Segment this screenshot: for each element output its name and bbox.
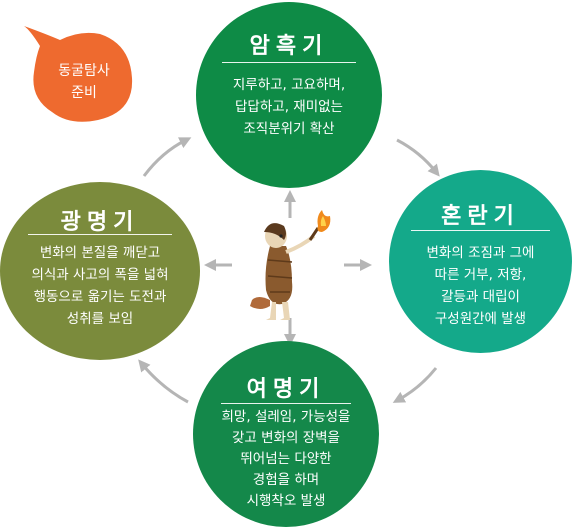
stage-bottom-title: 여명기 xyxy=(246,377,326,402)
stage-left-description: 변화의 본질을 깨닫고 의식과 사고의 폭을 넓혀 행동으로 옮기는 도전과 성… xyxy=(31,245,169,327)
caveman-holding-torch-icon xyxy=(250,210,331,320)
stage-left-title: 광명기 xyxy=(60,210,140,235)
stage-right-description: 변화의 조짐과 그에 따른 거부, 저항, 갈등과 대립이 구성원간에 발생 xyxy=(426,245,535,327)
center-arrows xyxy=(204,190,372,346)
arrow-bottom-to-left xyxy=(138,359,189,404)
cycle-arrows xyxy=(138,137,440,404)
stage-left-divider xyxy=(28,234,172,235)
stage-bottom-description: 희망, 설레임, 가능성을 갖고 변화의 장벽을 뛰어넘는 다양한 경험을 하며… xyxy=(221,409,351,509)
stage-right-divider xyxy=(411,230,550,231)
stage-right-title: 혼란기 xyxy=(441,204,520,229)
stage-bottom-divider xyxy=(221,403,351,404)
arrow-top-to-right xyxy=(396,138,440,177)
arrow-right-to-bottom xyxy=(392,367,438,403)
stage-right-circle: 혼란기 변화의 조짐과 그에 따른 거부, 저항, 갈등과 대립이 구성원간에 … xyxy=(389,170,572,353)
stage-top-divider xyxy=(222,62,356,63)
stage-top-title: 암흑기 xyxy=(249,34,329,59)
speech-bubble-text: 동굴탐사 준비 xyxy=(58,63,110,101)
stage-bottom-circle: 여명기 희망, 설레임, 가능성을 갖고 변화의 장벽을 뛰어넘는 다양한 경험… xyxy=(193,341,379,527)
speech-bubble xyxy=(24,26,133,122)
arrow-left-to-top xyxy=(142,137,192,177)
stage-left-circle: 광명기 변화의 본질을 깨닫고 의식과 사고의 폭을 넓혀 행동으로 옮기는 도… xyxy=(0,182,200,360)
stage-top-circle: 암흑기 지루하고, 고요하며, 답답하고, 재미없는 조직분위기 확산 xyxy=(196,2,382,188)
stage-top-description: 지루하고, 고요하며, 답답하고, 재미없는 조직분위기 확산 xyxy=(232,77,346,137)
